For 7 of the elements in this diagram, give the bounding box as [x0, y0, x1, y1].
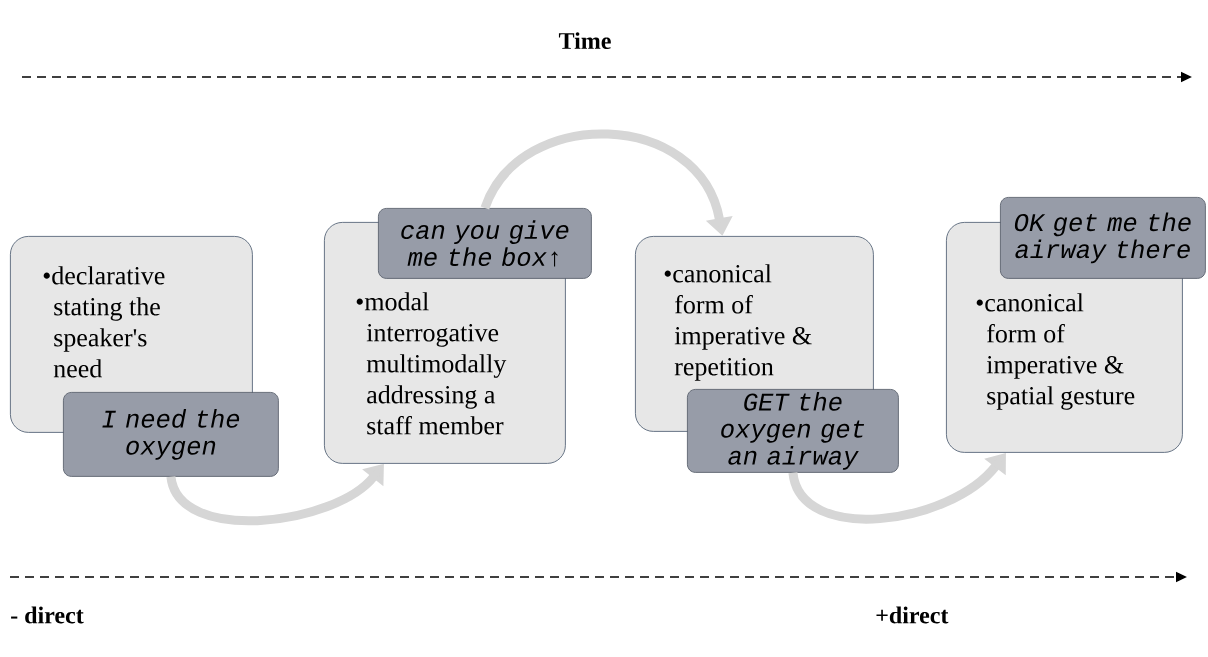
- axis-label: - direct: [11, 606, 84, 624]
- quote-box: can you give me the box↑: [378, 208, 592, 279]
- quote-box: I need the oxygen: [63, 392, 279, 477]
- axis-label: Time: [558, 32, 611, 50]
- quote-box: OK get me the airway there: [1000, 197, 1206, 279]
- axis-label: +direct: [876, 606, 949, 624]
- quote-box: GET the oxygen get an airway: [687, 389, 899, 473]
